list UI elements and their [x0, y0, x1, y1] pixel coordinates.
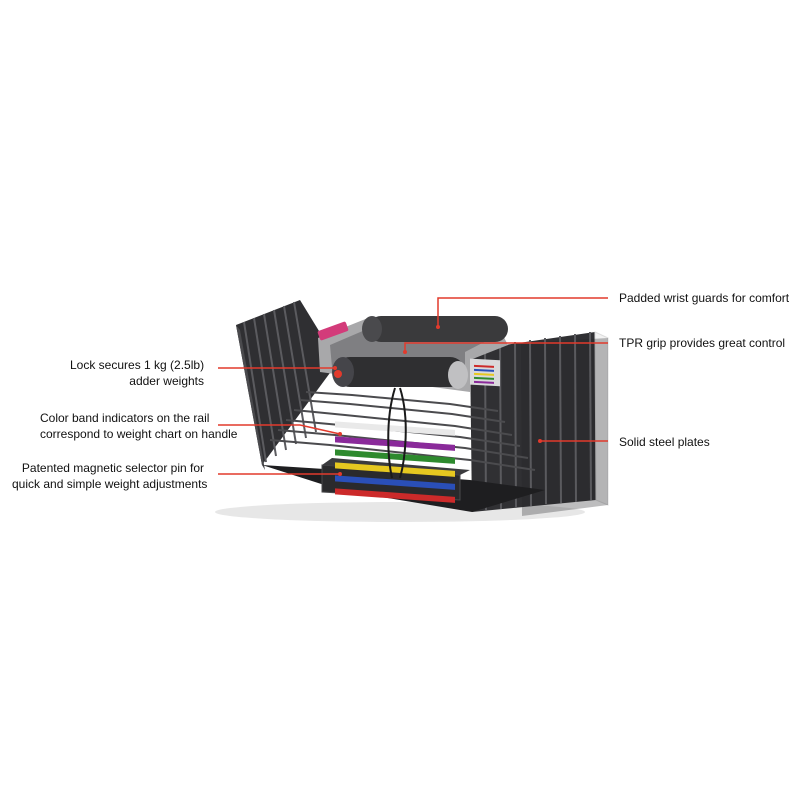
callout-grip-line1: TPR grip provides great control: [619, 336, 786, 350]
band-white: [335, 421, 455, 436]
callout-bands-line2: correspond to weight chart on handle: [40, 427, 238, 441]
left-plate-block: [236, 300, 338, 465]
callout-wrist-line1: Padded wrist guards for comfort: [619, 291, 790, 305]
callout-lock-line2: adder weights: [129, 374, 204, 388]
callout-pin: Patented magnetic selector pin for quick…: [12, 460, 208, 492]
band-blue: [335, 475, 455, 490]
callout-pin-line2: quick and simple weight adjustments: [12, 477, 208, 491]
dumbbell: [236, 300, 609, 516]
band-green: [335, 449, 455, 464]
callout-plates-line1: Solid steel plates: [619, 435, 710, 449]
lock-button: [334, 370, 342, 378]
callout-plates: Solid steel plates: [619, 434, 710, 450]
band-red: [335, 488, 455, 503]
selector-pin: [387, 387, 396, 479]
callout-wrist: Padded wrist guards for comfort: [619, 290, 789, 306]
line-bands: [218, 424, 341, 435]
callout-pin-line1: Patented magnetic selector pin for: [21, 461, 204, 475]
line-wrist: [437, 297, 608, 327]
band-purple: [335, 436, 455, 451]
tpr-grip: [335, 357, 465, 387]
callout-lock-line1: Lock secures 1 kg (2.5lb): [70, 358, 205, 372]
color-band-rails: [335, 421, 455, 503]
callout-grip: TPR grip provides great control: [619, 335, 785, 351]
callout-bands-line1: Color band indicators on the rail: [40, 411, 210, 425]
brand-badge: [317, 321, 349, 341]
callout-lock: Lock secures 1 kg (2.5lb) adder weights: [70, 357, 204, 389]
band-yellow: [335, 462, 455, 477]
line-grip: [404, 342, 608, 352]
callout-lines: [218, 297, 608, 475]
callout-bands: Color band indicators on the rail corres…: [40, 410, 238, 442]
